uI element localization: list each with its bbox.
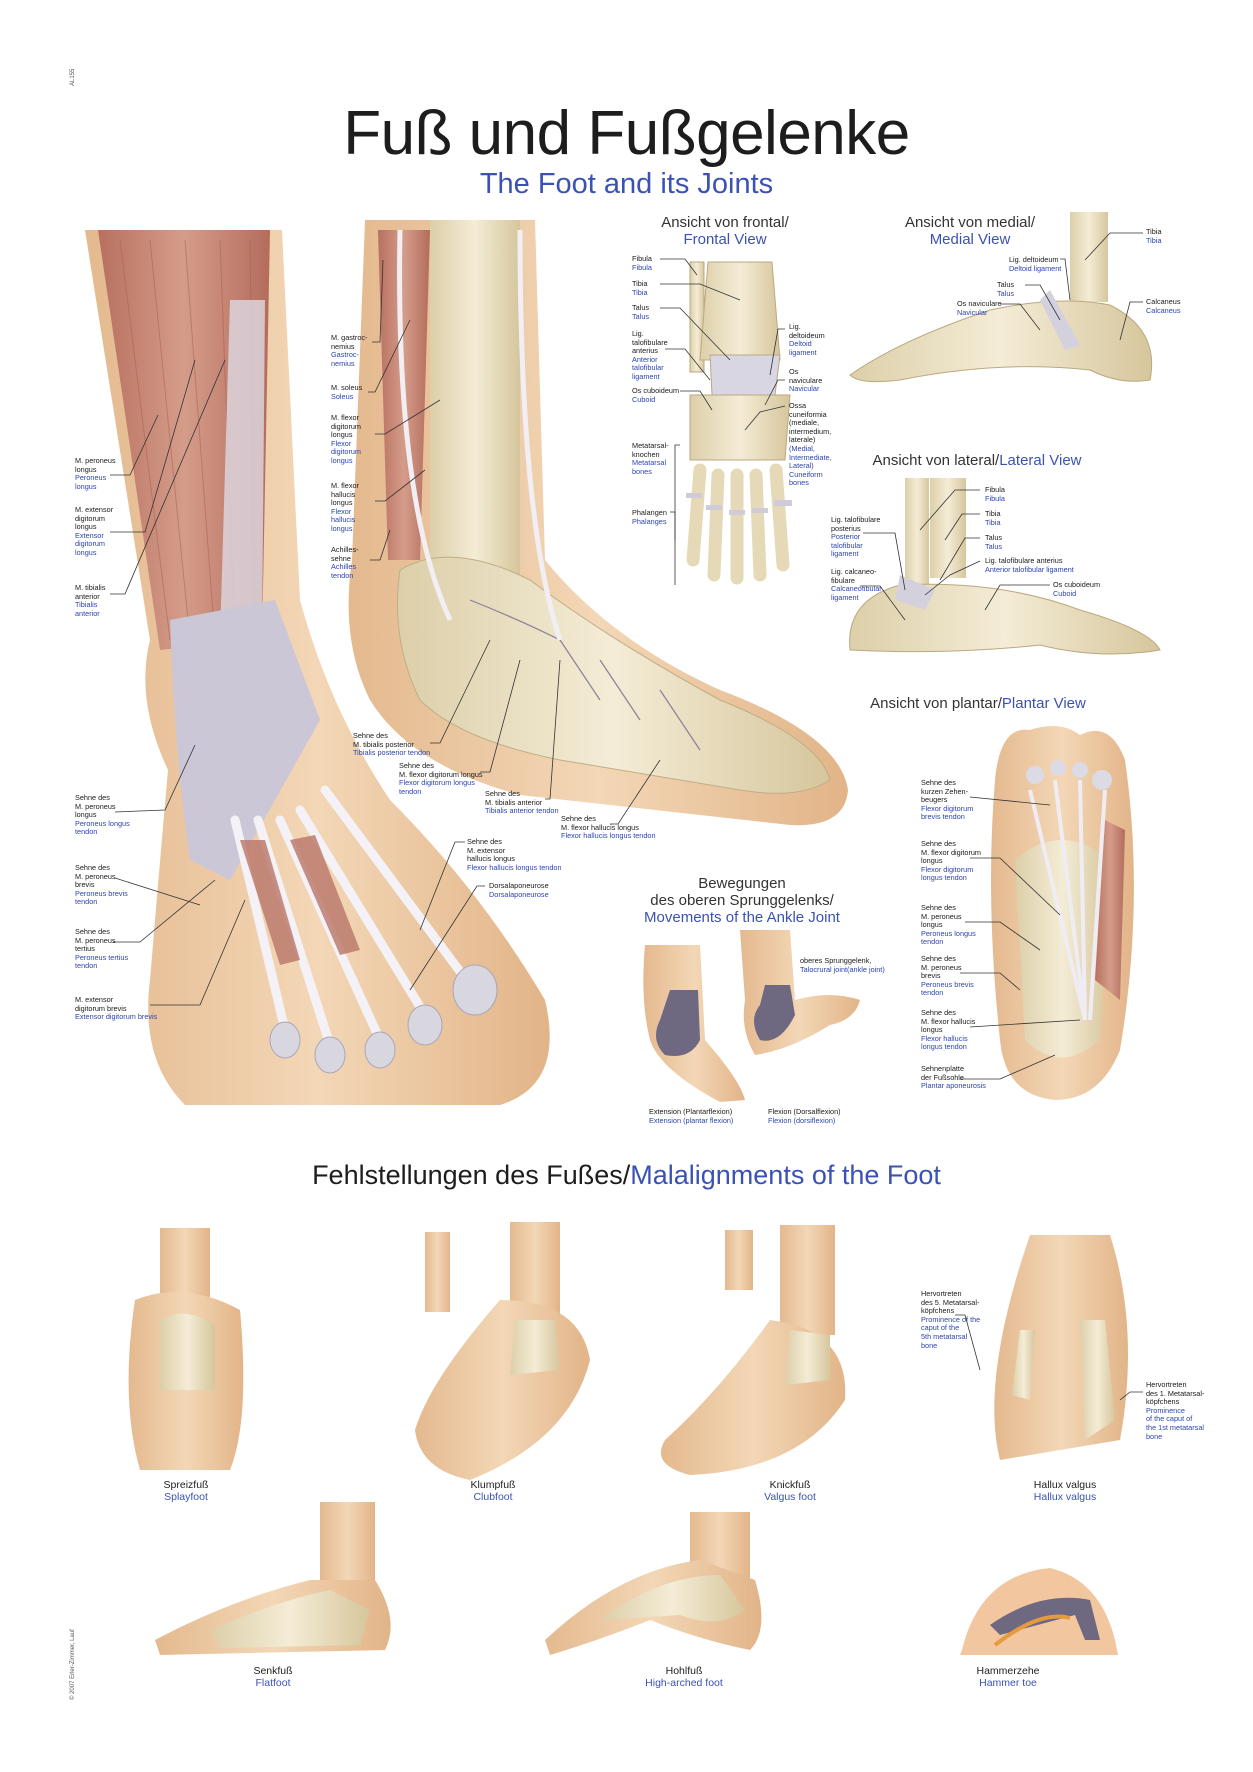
frontal-view-heading: Ansicht von frontal/Frontal View xyxy=(661,214,789,248)
page-title: Fuß und Fußgelenke xyxy=(343,99,910,168)
lateral-view-illustration xyxy=(849,478,1161,655)
malalignment-illustrations xyxy=(128,1222,1128,1655)
plantar-view-heading: Ansicht von plantar/Plantar View xyxy=(870,695,1086,712)
lateral-view-heading: Ansicht von lateral/Lateral View xyxy=(872,452,1082,469)
leader-lines xyxy=(110,232,1143,1401)
movement-label-ankle-joint: oberes Sprunggelenk,Talocrural joint(ank… xyxy=(800,956,885,974)
frontal-label-cuneiform: Ossa cuneiformia (mediale, intermedium, … xyxy=(789,401,832,488)
clubfoot-illustration xyxy=(415,1222,590,1480)
malalignments-heading: Fehlstellungen des Fußes/Malalignments o… xyxy=(312,1160,941,1190)
movement-label-flexion: Flexion (Dorsalflexion)Flexion (dorsifle… xyxy=(768,1107,841,1125)
movement-feet-illustration xyxy=(643,930,860,1102)
medial-view-heading: Ansicht von medial/Medial View xyxy=(904,214,1036,248)
plantar-view-illustration xyxy=(991,726,1134,1100)
hallux-label-5th-metatarsal: Hervortreten des 5. Metatarsal- köpfchen… xyxy=(921,1289,981,1350)
hallux-valgus-illustration xyxy=(994,1235,1128,1460)
valgus-foot-illustration xyxy=(660,1225,846,1475)
hammer-toe-illustration xyxy=(960,1568,1118,1655)
flatfoot-illustration xyxy=(155,1502,391,1655)
movement-label-extension: Extension (Plantarflexion)Extension (pla… xyxy=(649,1107,734,1125)
copyright-notice: © 2007 Erler-Zimmer, Lauf xyxy=(70,1629,76,1700)
hallux-label-1st-metatarsal: Hervortreten des 1. Metatarsal- köpfchen… xyxy=(1146,1380,1205,1441)
frontal-skeleton-illustration xyxy=(686,261,792,585)
poster-code: AL155 xyxy=(70,68,76,86)
splayfoot-illustration xyxy=(128,1228,244,1470)
anterior-foot-illustration xyxy=(85,230,550,1105)
page-subtitle: The Foot and its Joints xyxy=(479,168,774,200)
high-arched-foot-illustration xyxy=(545,1512,762,1655)
medial-view-illustration xyxy=(849,212,1153,383)
